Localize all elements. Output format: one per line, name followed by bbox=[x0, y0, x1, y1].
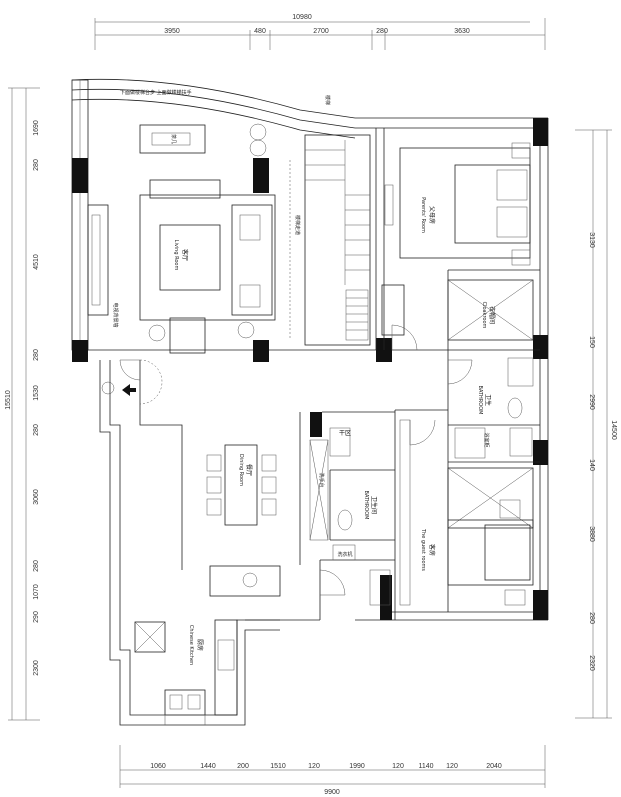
dim-right-1: 3130 bbox=[588, 232, 595, 248]
dim-left-6: 280 bbox=[33, 424, 40, 436]
label-dining-cn: 餐厅 bbox=[245, 464, 253, 476]
dim-top-4: 280 bbox=[376, 28, 388, 35]
dim-left-5: 1530 bbox=[33, 385, 40, 401]
dim-bottom-10: 2040 bbox=[486, 763, 502, 770]
dim-left-2: 280 bbox=[33, 159, 40, 171]
label-living-cn: 客厅 bbox=[181, 249, 189, 261]
master-bedroom-furniture bbox=[384, 142, 531, 266]
staircase bbox=[289, 134, 371, 346]
note-stairs-side: 楼梯走道 bbox=[294, 215, 301, 235]
dim-top-2: 480 bbox=[254, 28, 266, 35]
dim-top-5: 3630 bbox=[454, 28, 470, 35]
label-bath1-cn: 卫生 bbox=[484, 394, 492, 406]
left-dimensions: 1690 280 4510 280 1530 280 3060 280 1070… bbox=[5, 87, 40, 721]
note-table: 茶几 bbox=[170, 134, 177, 144]
label-bath2-cn: 卫生间 bbox=[370, 496, 378, 514]
dim-right-3: 2990 bbox=[588, 394, 595, 410]
label-bath1-en: BATHROOM bbox=[477, 386, 483, 415]
label-dining-en: Dining Room bbox=[238, 454, 244, 486]
label-master-cn: 父母房 bbox=[428, 206, 436, 224]
dim-left-1: 1690 bbox=[33, 120, 40, 136]
dim-bottom-1: 1060 bbox=[150, 763, 166, 770]
kitchen-fixtures bbox=[134, 619, 238, 726]
plant-icon bbox=[101, 381, 115, 395]
bottom-dimensions: 1060 1440 200 1510 120 1990 120 1140 120… bbox=[119, 745, 546, 796]
doors bbox=[119, 324, 473, 596]
bathroom-2-fixtures bbox=[309, 427, 391, 606]
dim-right-7: 2320 bbox=[588, 655, 595, 671]
exterior-walls bbox=[71, 78, 549, 726]
dim-right-4: 140 bbox=[588, 459, 595, 471]
annotations: 下面做楼梯台步 上面做楼梯扶手 茶几 楼梯 电视背景墙 楼梯走道 洗手台 洗衣机… bbox=[112, 89, 490, 558]
label-master-en: Parents' Room bbox=[420, 197, 426, 233]
label-guest-cn: 客房 bbox=[428, 544, 436, 556]
label-kitchen-en: Chinese Kitchen bbox=[188, 625, 194, 665]
columns bbox=[72, 118, 548, 620]
dim-bottom-total: 9900 bbox=[324, 789, 340, 796]
note-wash: 洗手台 bbox=[318, 472, 325, 487]
dim-bottom-7: 120 bbox=[392, 763, 404, 770]
cloakroom-furniture bbox=[381, 279, 534, 341]
room-labels: 客厅 Living Room 父母房 Parents' Room 衣帽间 Clo… bbox=[173, 197, 496, 665]
dim-left-11: 2300 bbox=[33, 660, 40, 676]
dim-right-6: 280 bbox=[588, 612, 595, 624]
note-bath-cabinet: 浴室柜 bbox=[483, 432, 490, 447]
dim-left-total: 15510 bbox=[5, 390, 12, 410]
note-tv: 电视背景墙 bbox=[112, 302, 119, 327]
dim-bottom-2: 1440 bbox=[200, 763, 216, 770]
dim-bottom-8: 1140 bbox=[418, 763, 433, 770]
dim-left-3: 4510 bbox=[33, 254, 40, 270]
right-dimensions: 3130 150 2990 140 3880 280 2320 14500 bbox=[575, 129, 617, 719]
guest-room-furniture bbox=[399, 419, 534, 606]
dim-bottom-9: 120 bbox=[446, 763, 458, 770]
dim-bottom-3: 200 bbox=[237, 763, 249, 770]
dim-right-2: 150 bbox=[588, 336, 595, 348]
label-cloak-en: Cloakroom bbox=[481, 302, 487, 329]
dim-left-4: 280 bbox=[33, 349, 40, 361]
dim-bottom-4: 1510 bbox=[270, 763, 286, 770]
dim-top-3: 2700 bbox=[313, 28, 329, 35]
dim-bottom-5: 120 bbox=[308, 763, 320, 770]
interior-walls bbox=[88, 128, 540, 621]
top-dimensions: 10980 3950 480 2700 280 3630 bbox=[94, 14, 546, 50]
dim-top-total: 10980 bbox=[292, 14, 312, 21]
label-guest-en: The guest rooms bbox=[420, 528, 426, 571]
label-living-en: Living Room bbox=[173, 240, 179, 271]
note-stair: 楼梯 bbox=[324, 95, 331, 105]
dim-top-1: 3950 bbox=[164, 28, 180, 35]
label-bath2-en: BATHROOM bbox=[363, 491, 369, 520]
dining-furniture bbox=[206, 444, 281, 597]
entry-arrow-icon bbox=[122, 384, 136, 396]
bathroom-1-fixtures bbox=[454, 357, 534, 459]
dim-left-9: 1070 bbox=[33, 584, 40, 600]
living-room-furniture bbox=[87, 123, 276, 354]
label-dry-area: 干区 bbox=[339, 430, 351, 437]
dim-right-5: 3880 bbox=[588, 526, 595, 542]
dim-left-10: 290 bbox=[33, 611, 40, 623]
note-top: 下面做楼梯台步 上面做楼梯扶手 bbox=[120, 89, 192, 96]
dim-left-7: 3060 bbox=[33, 489, 40, 505]
dim-bottom-6: 1990 bbox=[349, 763, 365, 770]
label-kitchen-cn: 厨房 bbox=[196, 639, 204, 651]
label-cloak-cn: 衣帽间 bbox=[488, 306, 496, 324]
dim-right-total: 14500 bbox=[610, 420, 617, 440]
dim-left-8: 280 bbox=[33, 560, 40, 572]
note-laundry: 洗衣机 bbox=[337, 551, 352, 558]
